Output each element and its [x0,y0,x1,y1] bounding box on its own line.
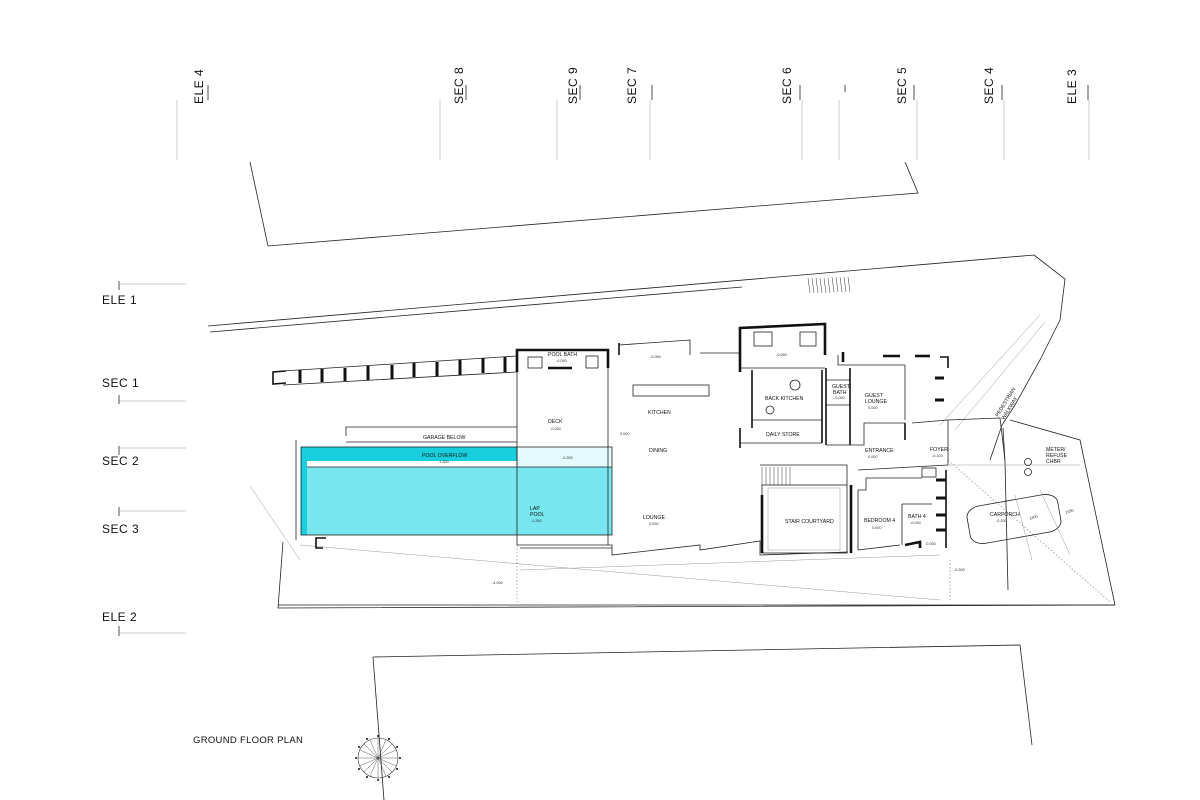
marker-label: ELE 3 [1065,69,1079,104]
level-top-mid: -0.050 [650,355,661,359]
level-overflow-deck: -0.350 [562,456,573,460]
room-daily-store: DAILY STORE [766,432,800,438]
room-entrance: ENTRANCE [865,448,894,454]
level-bath4-b: -0.050 [925,542,936,546]
room-stair-courtyard: STAIR COURTYARD [785,519,834,525]
level-guest-lounge: 0.000 [868,406,878,410]
drawing-title: GROUND FLOOR PLAN [193,735,303,746]
room-kitchen: KITCHEN [648,410,671,416]
garden-wall [272,355,518,386]
level-bedroom-4: 0.000 [872,526,882,530]
room-guest-bath-line2: BATH [833,390,847,396]
top-markers: ELE 4 SEC 8 SEC 9 SEC 7 SEC 6 [176,67,1090,160]
room-guest-bath-line1: GUEST [832,384,851,390]
room-lounge: LOUNGE [643,515,665,521]
level-bottom-right: -0.300 [954,568,965,572]
marker-label: ELE 1 [102,293,137,307]
room-dining: DINING [649,448,667,454]
level-lounge: 0.000 [649,522,659,526]
dimension-carport-b: 2350 [1065,508,1074,515]
marker-label: ELE 2 [102,610,137,624]
marker-label: SEC 1 [102,376,139,390]
room-lap-pool-line1: LAP [530,506,540,512]
level-carporch: -0.200 [996,519,1007,523]
room-foyer: FOYER [930,447,948,453]
room-back-kitchen: BACK KITCHEN [765,396,804,402]
marker-sec-8: SEC 8 [439,67,467,160]
marker-sec-7: SEC 7 [625,67,653,160]
level-bottom-left: -4.050 [492,581,503,585]
marker-sec-1: SEC 1 [102,376,186,404]
marker-label: SEC 3 [102,522,139,536]
level-guest-bath: -0.050 [834,396,845,400]
room-garage-below: GARAGE BELOW [423,435,465,441]
room-guest-lounge-line1: GUEST [865,393,884,399]
level-labels: -0.050 -0.050 -0.050 -0.050 -1.350 -0.35… [438,353,1074,585]
marker-ele-2: ELE 2 [102,610,186,636]
room-bedroom-4: BEDROOM 4 [864,518,895,524]
room-pool-bath: POOL BATH [548,352,577,358]
marker-sec-2: SEC 2 [102,446,186,468]
room-meter-line1: METER/ [1046,447,1066,453]
level-entrance: 0.000 [868,455,878,459]
marker-label: SEC 8 [452,67,466,104]
room-lap-pool-line2: POOL [530,512,545,518]
room-meter-line3: CHBR [1046,459,1061,465]
room-pool-overflow: POOL OVERFLOW [422,453,467,459]
north-point-icon [355,735,401,781]
pool [295,426,613,549]
marker-label: SEC 2 [102,454,139,468]
level-lap-pool: -1.350 [531,519,542,523]
marker-sec-5: SEC 5 [895,67,918,160]
marker-label: SEC 6 [780,67,794,104]
marker-ele-3: ELE 3 [1065,69,1090,160]
room-bath-4: BATH 4 [908,514,926,520]
room-carporch: CARPORCH [990,512,1020,518]
level-pool-bath: -0.050 [556,359,567,363]
lap-pool-water [307,467,612,535]
left-markers: ELE 1 SEC 1 SEC 2 SEC 3 ELE 2 [102,281,186,636]
level-pool-overflow: -1.350 [438,460,449,464]
level-bath4-a: -0.050 [910,521,921,525]
marker-label: SEC 5 [895,67,909,104]
level-kitchen-left: 0.000 [620,432,630,436]
marker-ele-4: ELE 4 [176,69,209,160]
building-walls [515,322,1080,591]
marker-extra [838,85,846,160]
marker-label: ELE 4 [192,69,206,104]
marker-label: SEC 4 [982,67,996,104]
level-back-kitchen-top: -0.050 [776,353,787,357]
room-meter-line2: REFUSE [1046,453,1068,459]
marker-label: SEC 7 [625,67,639,104]
level-foyer: -0.100 [932,454,943,458]
marker-sec-3: SEC 3 [102,507,186,536]
marker-sec-6: SEC 6 [780,67,803,160]
marker-sec-4: SEC 4 [982,67,1005,160]
terrace-outline [249,419,1116,609]
level-deck: -0.050 [550,427,561,431]
dimension-carport-a: 2300 [1029,514,1038,521]
marker-sec-9: SEC 9 [556,67,581,160]
car-outline [966,494,1062,544]
marker-label: SEC 9 [566,67,580,104]
pool-overflow-channel [301,447,517,461]
site-boundary [207,161,1066,800]
room-guest-lounge-line2: LOUNGE [865,399,887,405]
top-stair-hatch [807,276,851,294]
marker-ele-1: ELE 1 [102,281,186,307]
room-deck: DECK [548,419,563,425]
